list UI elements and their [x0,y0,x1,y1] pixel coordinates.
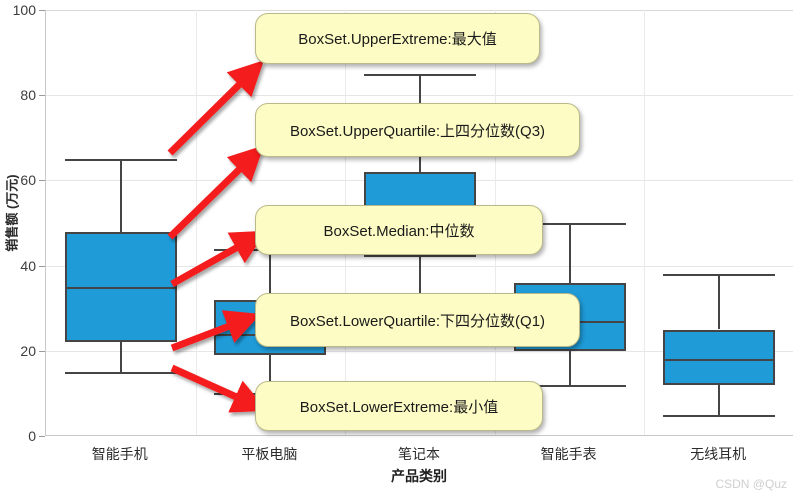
x-tick-label-1: 平板电脑 [241,446,298,462]
lower-whisker [418,257,421,309]
lower-whisker [718,384,721,415]
upper-extreme-cap [363,73,476,76]
callout-upper-quartile[interactable]: BoxSet.UpperQuartile:上四分位数(Q3) [255,103,580,157]
lower-extreme-cap [64,372,177,375]
y-axis-title-host: 销售额 (万元) [5,0,20,426]
median-line [663,359,776,362]
upper-extreme-cap [513,223,626,225]
watermark: CSDN @Quz [715,477,787,491]
upper-whisker [269,248,272,300]
box-4[interactable] [644,10,794,435]
gridline [46,350,793,352]
upper-extreme-cap [64,159,177,162]
upper-extreme-cap [663,274,776,277]
gridline [46,10,793,11]
median-line [64,286,177,289]
x-tick-label-4: 无线耳机 [690,446,747,462]
x-axis-title: 产品类别 [391,468,447,484]
lower-extreme-cap [663,414,776,417]
y-tick-mark [39,436,45,437]
y-tick-mark [39,180,45,182]
y-axis: 0 20 40 60 80 100 [0,0,45,443]
callout-median[interactable]: BoxSet.Median:中位数 [255,205,543,255]
lower-whisker [269,355,272,394]
y-tick-mark [39,10,45,11]
lower-whisker [568,350,571,385]
upper-whisker [718,274,721,330]
y-tick-label: 0 [28,428,36,444]
y-tick-mark [39,95,45,97]
y-tick-label: 20 [20,342,36,359]
y-tick-mark [39,350,45,352]
y-axis-title: 销售额 (万元) [4,174,20,252]
upper-whisker [119,159,122,232]
x-tick-label-2: 笔记本 [398,446,440,462]
y-tick-label: 100 [12,2,36,18]
callout-upper-extreme[interactable]: BoxSet.UpperExtreme:最大值 [255,13,540,64]
upper-whisker [568,223,571,283]
y-tick-label: 60 [20,172,36,189]
y-tick-label: 80 [20,87,36,104]
x-tick-label-0: 智能手机 [91,446,148,462]
x-tick-label-3: 智能手表 [540,446,597,462]
y-tick-label: 40 [20,257,36,274]
box-0[interactable] [46,10,196,435]
callout-lower-extreme[interactable]: BoxSet.LowerExtreme:最小值 [255,381,543,431]
quartile-box[interactable] [663,329,776,385]
callout-lower-quartile[interactable]: BoxSet.LowerQuartile:下四分位数(Q1) [255,293,580,347]
lower-extreme-cap [513,384,626,387]
y-tick-mark [39,265,45,267]
vertical-gridline [644,10,646,435]
lower-whisker [119,342,122,373]
